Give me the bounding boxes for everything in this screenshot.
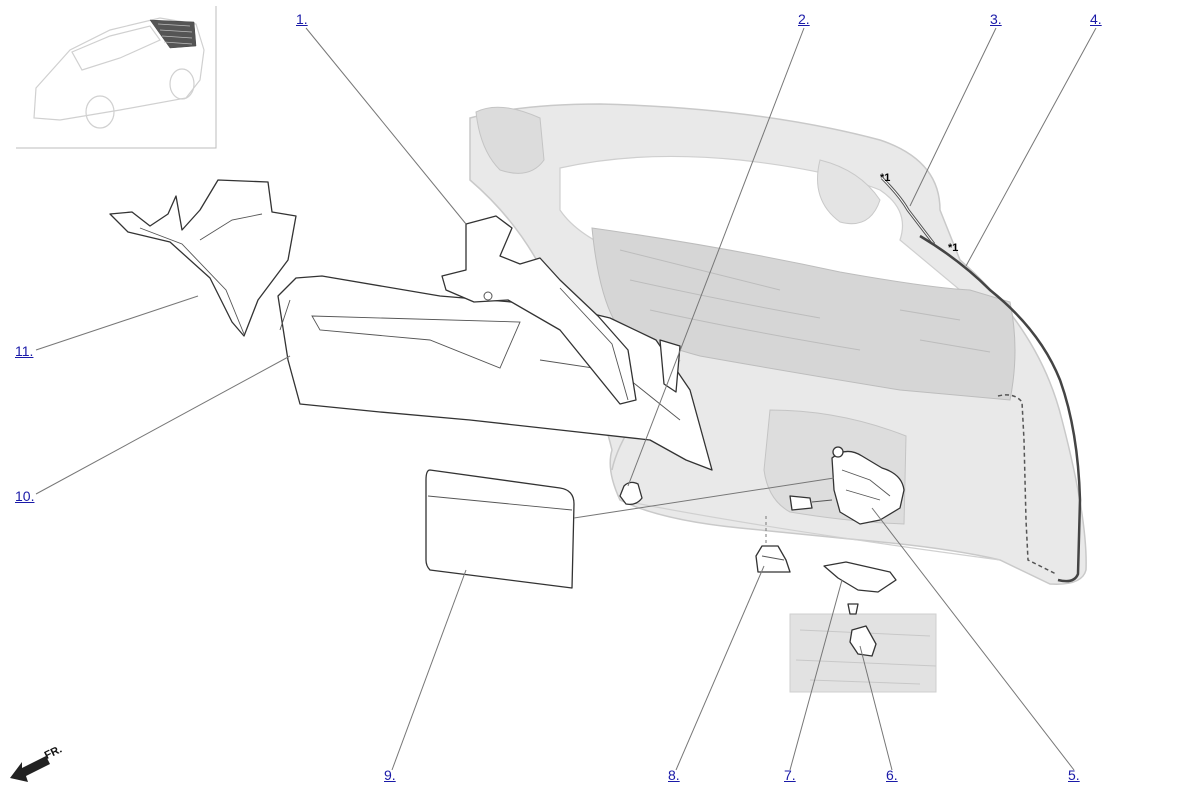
note-marker-a: *1 — [880, 172, 891, 184]
vehicle-locator-inset — [16, 6, 217, 149]
callout-9[interactable]: 9. — [384, 767, 396, 783]
callout-1[interactable]: 1. — [296, 11, 308, 27]
callout-3[interactable]: 3. — [990, 11, 1002, 27]
part-11-pillar-trim — [109, 179, 297, 337]
part-5-latch-assembly — [789, 446, 905, 525]
leader-lines — [35, 27, 1097, 771]
part-9-trim-cover — [425, 469, 575, 589]
part-6-inset-panel — [789, 603, 937, 693]
callout-6[interactable]: 6. — [886, 767, 898, 783]
note-marker-b: *1 — [948, 242, 959, 254]
callout-10[interactable]: 10. — [15, 488, 35, 504]
front-direction-arrow — [10, 756, 50, 782]
callout-7[interactable]: 7. — [784, 767, 796, 783]
part-3-4-cables — [880, 176, 1082, 583]
part-7-handle-base — [823, 561, 897, 593]
callout-4[interactable]: 4. — [1090, 11, 1102, 27]
callout-5[interactable]: 5. — [1068, 767, 1080, 783]
callout-8[interactable]: 8. — [668, 767, 680, 783]
callout-2[interactable]: 2. — [798, 11, 810, 27]
part-1-upper-trim — [441, 215, 637, 405]
part-2-clip — [619, 481, 643, 506]
callout-11[interactable]: 11. — [15, 343, 34, 359]
tailgate-ghost — [469, 103, 1087, 585]
part-8-bracket — [755, 545, 791, 573]
